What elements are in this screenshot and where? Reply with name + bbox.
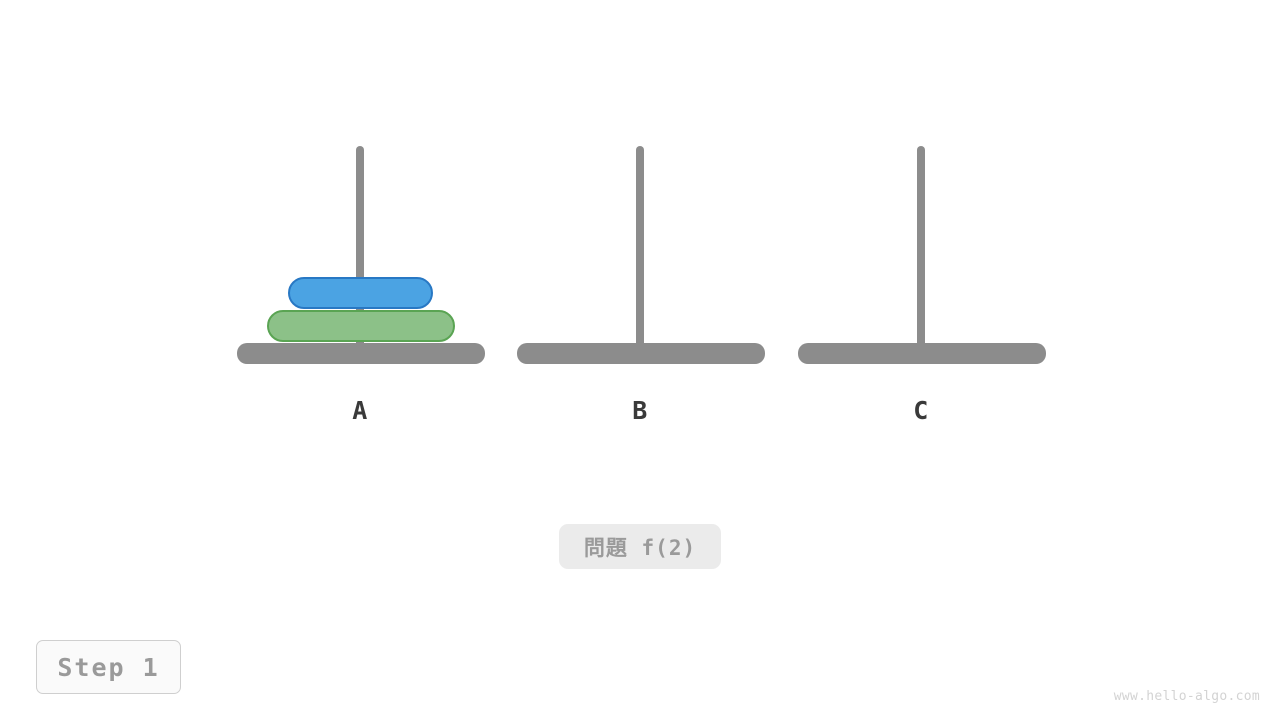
disc-green-large[interactable] [267, 310, 455, 342]
step-badge: Step 1 [36, 640, 181, 694]
watermark-text: www.hello-algo.com [1113, 689, 1260, 704]
tower-c: C [791, 0, 1051, 440]
tower-b-base [517, 343, 765, 364]
disc-blue-small[interactable] [288, 277, 433, 309]
tower-b-label: B [632, 396, 648, 425]
tower-c-base [798, 343, 1046, 364]
problem-pill-text: 問題 f(2) [583, 535, 697, 560]
step-badge-text: Step 1 [57, 652, 160, 682]
tower-b-pole [636, 146, 644, 351]
tower-a: A [230, 0, 490, 440]
tower-c-pole [917, 146, 925, 351]
tower-a-label: A [352, 396, 368, 425]
tower-a-pole [356, 146, 364, 351]
tower-c-label: C [913, 396, 929, 425]
tower-a-base [237, 343, 485, 364]
tower-b: B [510, 0, 770, 440]
problem-pill: 問題 f(2) [559, 524, 721, 569]
